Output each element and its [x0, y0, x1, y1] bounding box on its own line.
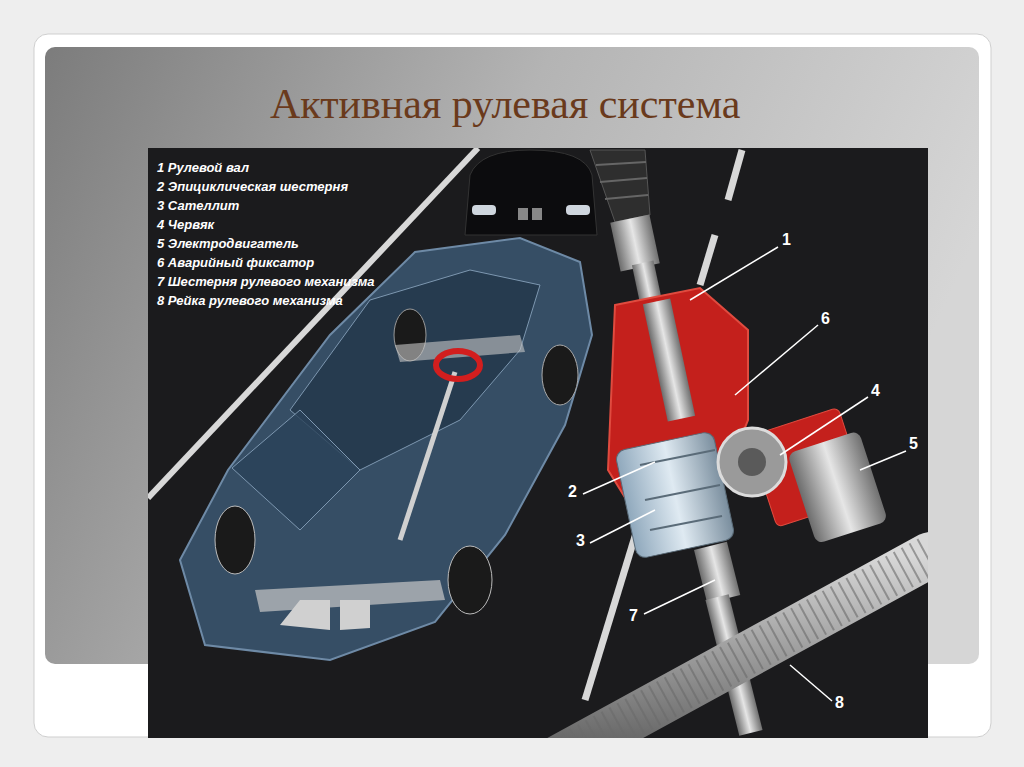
windshield — [232, 410, 360, 530]
leader-lines — [583, 247, 906, 701]
pinion-gear — [694, 542, 740, 604]
legend-entry: 6 Аварийный фиксатор — [157, 255, 314, 271]
road-dash — [700, 235, 715, 285]
rack-teeth — [555, 555, 928, 738]
steering-shaft — [400, 372, 455, 540]
wheel — [542, 345, 578, 405]
legend-entry: 8 Рейка рулевого механизма — [157, 293, 343, 309]
steering-boot — [590, 150, 650, 222]
electric-motor — [787, 431, 888, 545]
wheel — [215, 506, 255, 574]
callout-number: 4 — [871, 382, 880, 400]
legend-entry: 2 Эпициклическая шестерня — [157, 179, 348, 195]
callout-number: 1 — [782, 231, 791, 249]
slide-card — [34, 34, 991, 737]
legend-entry: 3 Сателлит — [157, 198, 239, 214]
legend-entry: 5 Электродвигатель — [157, 236, 299, 252]
legend-entry: 1 Рулевой вал — [157, 160, 249, 176]
callout-number: 5 — [909, 435, 918, 453]
grille — [518, 208, 528, 220]
planetary-gear — [615, 431, 736, 559]
steering-wheel — [436, 351, 480, 379]
input-shaft — [643, 298, 695, 421]
wheel — [448, 546, 492, 614]
steering-rack — [555, 555, 928, 738]
callout-number: 2 — [568, 483, 577, 501]
road-dash — [728, 150, 742, 200]
car-ahead — [465, 150, 597, 235]
road-dash — [585, 520, 640, 700]
callout-number: 8 — [835, 694, 844, 712]
legend-entry: 7 Шестерня рулевого механизма — [157, 274, 375, 290]
callout-number: 3 — [576, 532, 585, 550]
headlight — [566, 205, 590, 215]
legend-entry: 4 Червяк — [157, 217, 214, 233]
worm-gear — [718, 428, 786, 496]
car-grille — [280, 600, 370, 630]
callout-number: 6 — [821, 310, 830, 328]
headlight — [472, 205, 496, 215]
road-ground — [148, 148, 928, 738]
photo — [148, 148, 928, 738]
grille — [532, 208, 542, 220]
slide-title: Активная рулевая система — [270, 80, 740, 128]
worm-hub — [738, 448, 766, 476]
callout-number: 7 — [629, 607, 638, 625]
